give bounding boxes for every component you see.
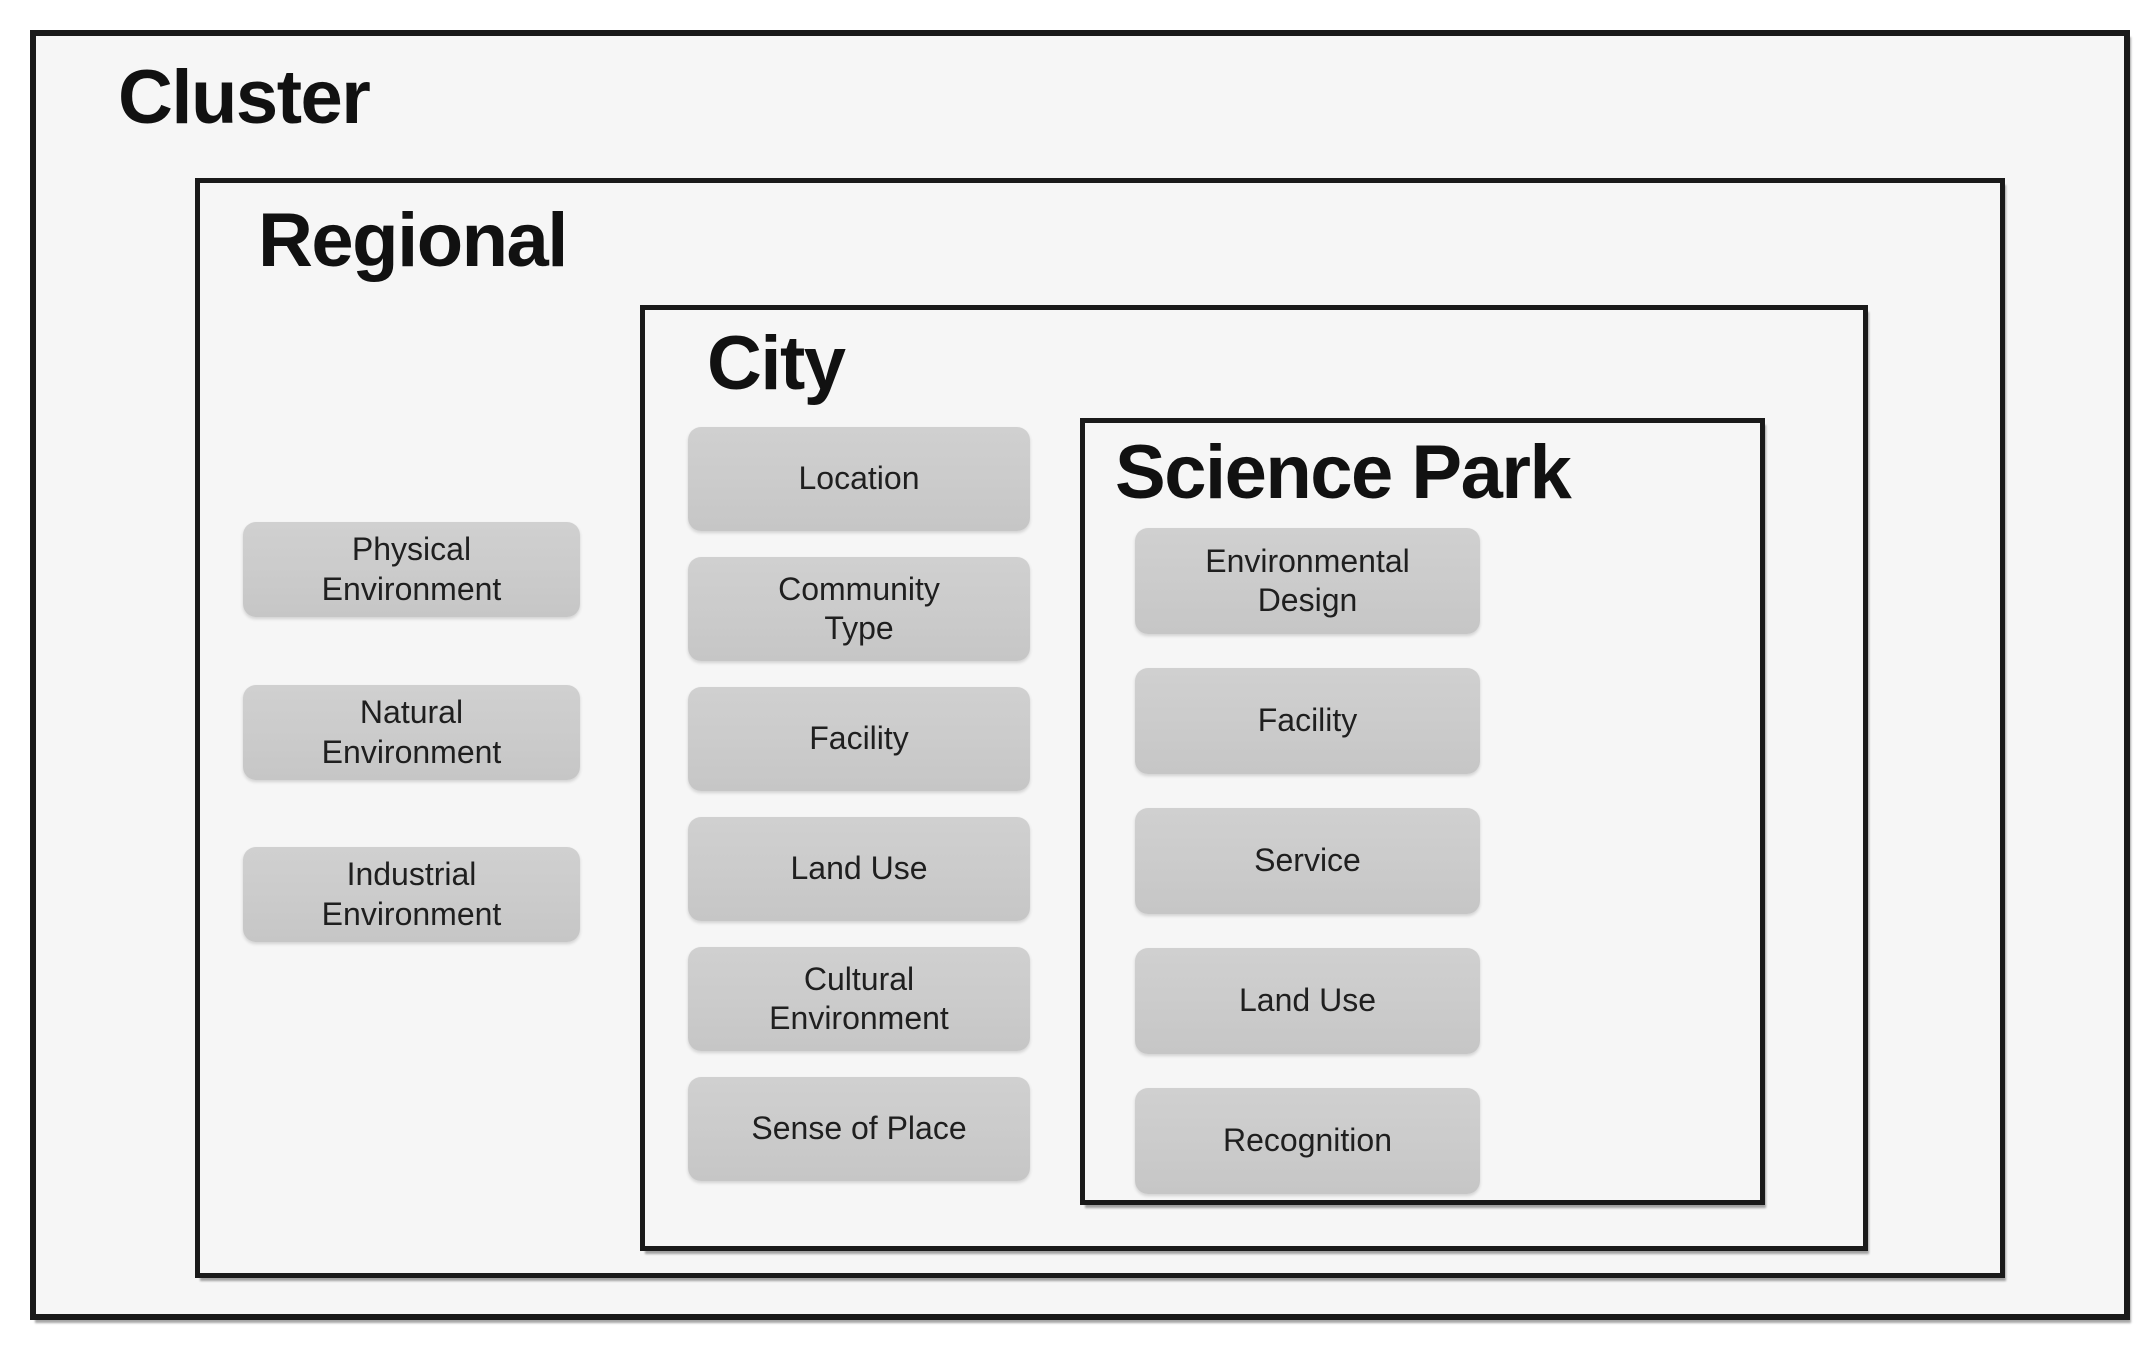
item-environmental-design: Environmental Design: [1135, 528, 1480, 634]
item-city-land-use: Land Use: [688, 817, 1030, 921]
cluster-title: Cluster: [118, 55, 371, 140]
item-natural-environment: Natural Environment: [243, 685, 580, 780]
city-box: City Location Community Type Facility La…: [640, 305, 1868, 1251]
item-industrial-environment: Industrial Environment: [243, 847, 580, 942]
item-physical-environment: Physical Environment: [243, 522, 580, 617]
regional-title: Regional: [258, 198, 568, 283]
item-cultural-environment: Cultural Environment: [688, 947, 1030, 1051]
item-science-park-facility: Facility: [1135, 668, 1480, 774]
item-community-type: Community Type: [688, 557, 1030, 661]
item-location: Location: [688, 427, 1030, 531]
item-science-park-service: Service: [1135, 808, 1480, 914]
cluster-box: Cluster Regional Physical Environment Na…: [30, 30, 2130, 1320]
item-recognition: Recognition: [1135, 1088, 1480, 1194]
item-science-park-land-use: Land Use: [1135, 948, 1480, 1054]
city-title: City: [707, 321, 846, 406]
item-city-facility: Facility: [688, 687, 1030, 791]
science-park-title: Science Park: [1115, 430, 1572, 515]
regional-box: Regional Physical Environment Natural En…: [195, 178, 2005, 1278]
science-park-box: Science Park Environmental Design Facili…: [1080, 418, 1765, 1205]
item-sense-of-place: Sense of Place: [688, 1077, 1030, 1181]
